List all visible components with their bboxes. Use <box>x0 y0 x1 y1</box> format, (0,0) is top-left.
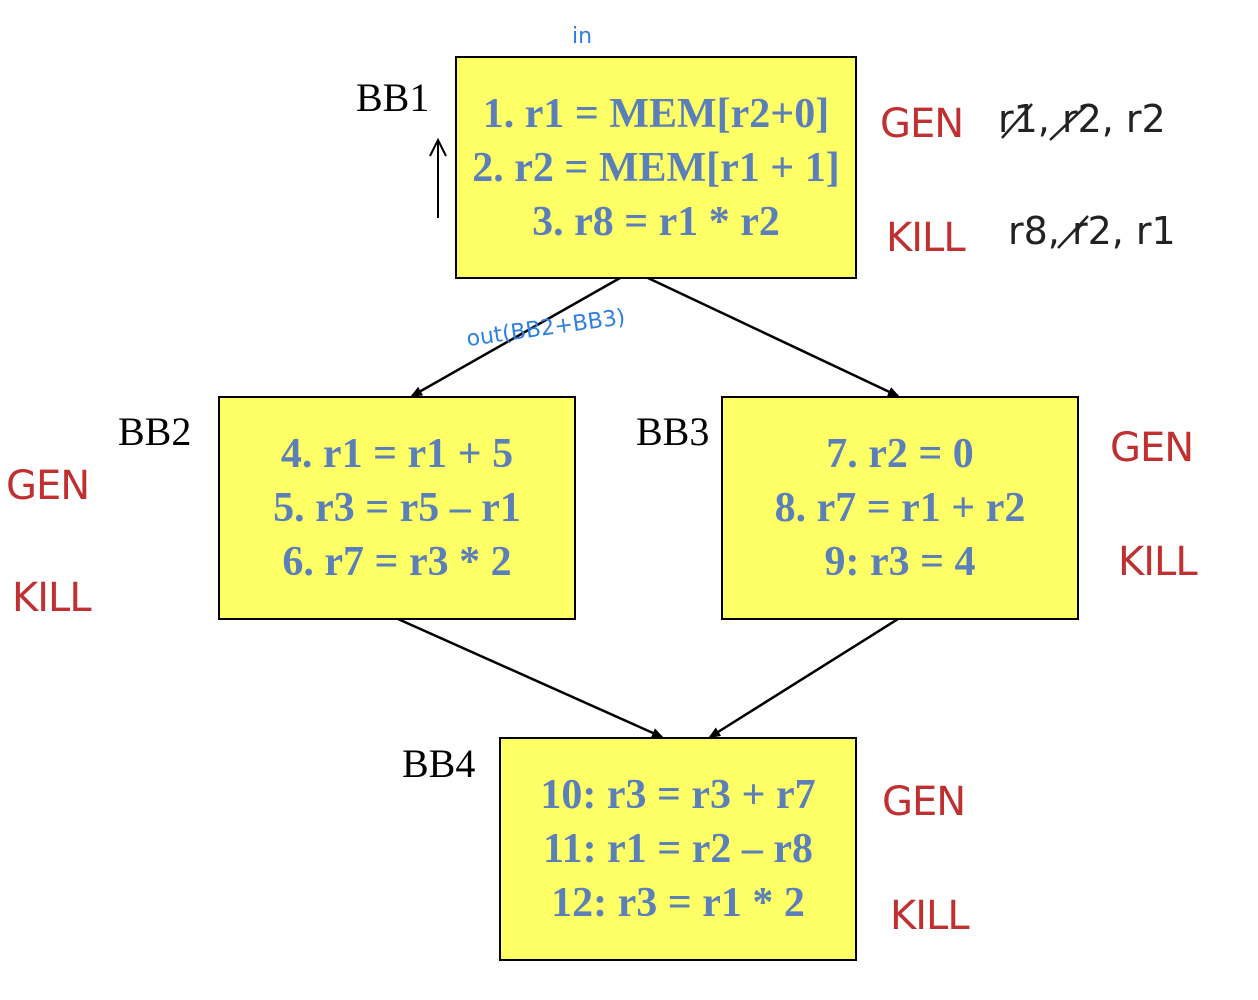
instruction-line: 7. r2 = 0 <box>826 431 974 477</box>
strike-mark <box>1001 103 1033 139</box>
bb2-kill-label: KILL <box>12 575 92 621</box>
instruction-line: 8. r7 = r1 + r2 <box>774 485 1026 531</box>
bb2-label: BB2 <box>118 409 192 454</box>
instruction-line: 11: r1 = r2 – r8 <box>542 826 814 872</box>
instruction-line: 5. r3 = r5 – r1 <box>273 485 521 531</box>
bb3-gen-label: GEN <box>1110 425 1194 471</box>
instruction-line: 4. r1 = r1 + 5 <box>280 431 514 477</box>
instruction-line: 9: r3 = 4 <box>824 539 976 585</box>
edge-bb1-bb3 <box>647 276 900 398</box>
strike-mark <box>1057 215 1089 249</box>
basic-block-bb4: 10: r3 = r3 + r7 11: r1 = r2 – r8 12: r3… <box>499 737 857 961</box>
bb4-label: BB4 <box>402 741 476 786</box>
edge-bb1-bb2 <box>410 276 621 398</box>
bb2-gen-label: GEN <box>6 463 90 509</box>
edge-bb3-bb4 <box>708 617 899 739</box>
up-arrow-icon <box>429 137 447 218</box>
basic-block-bb3: 7. r2 = 0 8. r7 = r1 + r2 9: r3 = 4 <box>721 396 1079 620</box>
bb1-gen-label: GEN <box>880 101 964 147</box>
basic-block-bb1: 1. r1 = MEM[r2+0] 2. r2 = MEM[r1 + 1] 3.… <box>455 56 857 279</box>
edge-bb2-bb4 <box>397 617 664 739</box>
basic-block-bb2: 4. r1 = r1 + 5 5. r3 = r5 – r1 6. r7 = r… <box>218 396 576 620</box>
bb1-gen-values: r1, r2, r2 <box>998 97 1166 141</box>
bb1-kill-label: KILL <box>886 215 966 261</box>
instruction-line: 1. r1 = MEM[r2+0] <box>482 90 830 137</box>
bb3-kill-label: KILL <box>1118 539 1198 585</box>
instruction-line: 6. r7 = r3 * 2 <box>282 539 512 585</box>
bb3-label: BB3 <box>636 409 710 454</box>
instruction-line: 3. r8 = r1 * r2 <box>532 198 780 245</box>
instruction-line: 2. r2 = MEM[r1 + 1] <box>472 144 840 191</box>
bb1-label: BB1 <box>356 75 430 120</box>
bb4-gen-label: GEN <box>882 779 966 825</box>
instruction-line: 10: r3 = r3 + r7 <box>540 772 816 818</box>
instruction-line: 12: r3 = r1 * 2 <box>551 880 805 926</box>
bb1-in-note: in <box>572 24 593 49</box>
strike-mark <box>1049 105 1087 141</box>
bb1-kill-values: r8, r2, r1 <box>1008 209 1176 253</box>
bb4-kill-label: KILL <box>890 893 970 939</box>
